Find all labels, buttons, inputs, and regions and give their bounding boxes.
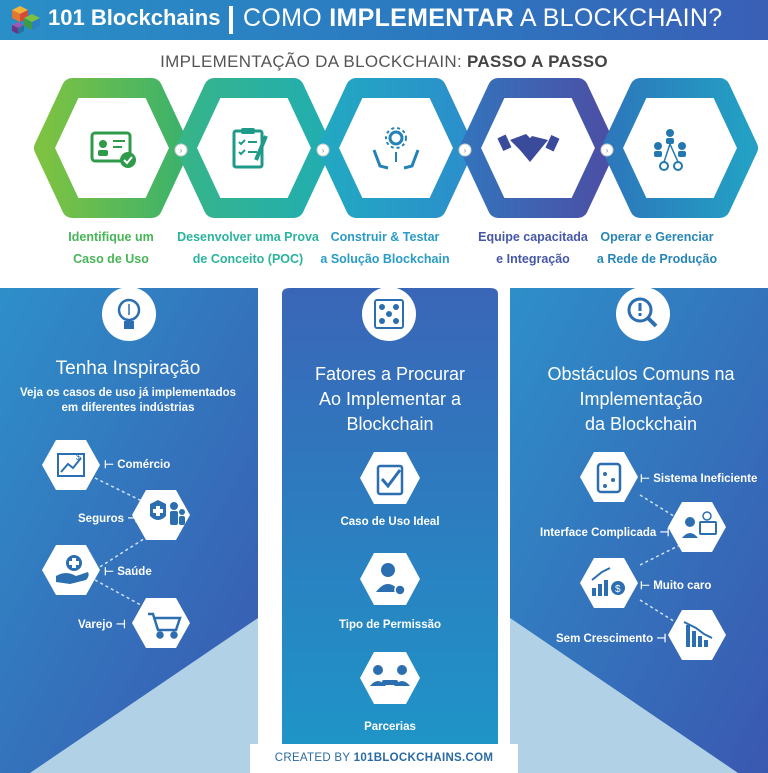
- svg-text:›: ›: [464, 146, 467, 155]
- ideal-case-hex: [360, 452, 420, 504]
- magnifier-alert-icon: [616, 287, 670, 341]
- step-3-hexagon: [318, 78, 474, 218]
- lightbulb-icon: [102, 287, 156, 341]
- no-growth-hex: [668, 610, 726, 660]
- svg-text:›: ›: [606, 146, 609, 155]
- declining-chart-icon: [683, 621, 713, 647]
- svg-text:$: $: [76, 452, 81, 462]
- hand-health-icon: [56, 555, 89, 584]
- partnership-hex: [360, 652, 420, 704]
- right-hex-group: $: [580, 452, 726, 660]
- ideal-case-label: Caso de Uso Ideal: [340, 516, 440, 528]
- svg-text:›: ›: [322, 146, 325, 155]
- network-board-icon: [362, 287, 416, 341]
- svg-text:›: ›: [180, 146, 183, 155]
- no-growth-label: Sem Crescimento ⊣: [556, 633, 667, 645]
- footer-credit: CREATED BY 101BLOCKCHAINS.COM: [250, 744, 518, 773]
- rising-cost-icon: $: [591, 567, 625, 596]
- page-title: COMO IMPLEMENTAR A BLOCKCHAIN?: [243, 4, 723, 32]
- svg-text:$: $: [615, 584, 621, 595]
- middle-hex-group: [360, 452, 420, 704]
- inefficient-hex: [580, 452, 638, 502]
- checklist-pencil-icon: [232, 128, 268, 169]
- permission-hex: [360, 553, 420, 605]
- clipboard-check-icon: [376, 464, 404, 496]
- chart-money-icon: $: [57, 452, 85, 477]
- expensive-label: ⊢ Muito caro: [640, 580, 712, 592]
- commerce-label: ⊢ Comércio: [104, 459, 171, 471]
- left-panel-title: Tenha Inspiração: [55, 358, 201, 379]
- section-subtitle: IMPLEMENTAÇÃO DA BLOCKCHAIN: PASSO A PAS…: [160, 52, 608, 71]
- handshake-icon: [497, 134, 560, 162]
- header-bar: [0, 0, 768, 40]
- step-chain: › › › ›: [34, 78, 758, 218]
- brand-name: 101 Blockchains: [48, 5, 221, 30]
- retail-label: Varejo ⊣: [78, 619, 126, 631]
- retail-hex: [132, 598, 190, 648]
- left-panel: [0, 288, 258, 773]
- complicated-hex: [668, 502, 726, 552]
- left-hex-group: $: [42, 440, 190, 648]
- user-screen-icon: [682, 511, 717, 538]
- family-shield-icon: [150, 500, 185, 525]
- partnership-label: Parcerias: [364, 721, 416, 733]
- health-label: ⊢ Saúde: [104, 566, 152, 578]
- title-separator: [229, 6, 233, 34]
- step-2-hexagon: [176, 78, 332, 218]
- expensive-hex: [580, 558, 638, 608]
- step-1-hexagon: [34, 78, 190, 218]
- network-people-icon: [654, 129, 686, 171]
- inefficient-label: ⊢ Sistema Ineficiente: [640, 473, 758, 485]
- logo-cubes-icon: [12, 6, 40, 34]
- clipboard-flow-icon: [596, 462, 622, 494]
- shopping-cart-icon: [148, 612, 182, 639]
- complicated-label: Interface Complicada ⊣: [540, 527, 670, 539]
- commerce-hex: [42, 440, 100, 490]
- hands-gear-icon: [372, 127, 420, 170]
- permission-label: Tipo de Permissão: [338, 619, 442, 631]
- partners-icon: [370, 665, 410, 686]
- user-key-icon: [376, 563, 406, 596]
- insurance-label: Seguros ⊣: [78, 513, 138, 525]
- middle-panel: [282, 288, 498, 744]
- id-card-check-icon: [90, 131, 136, 168]
